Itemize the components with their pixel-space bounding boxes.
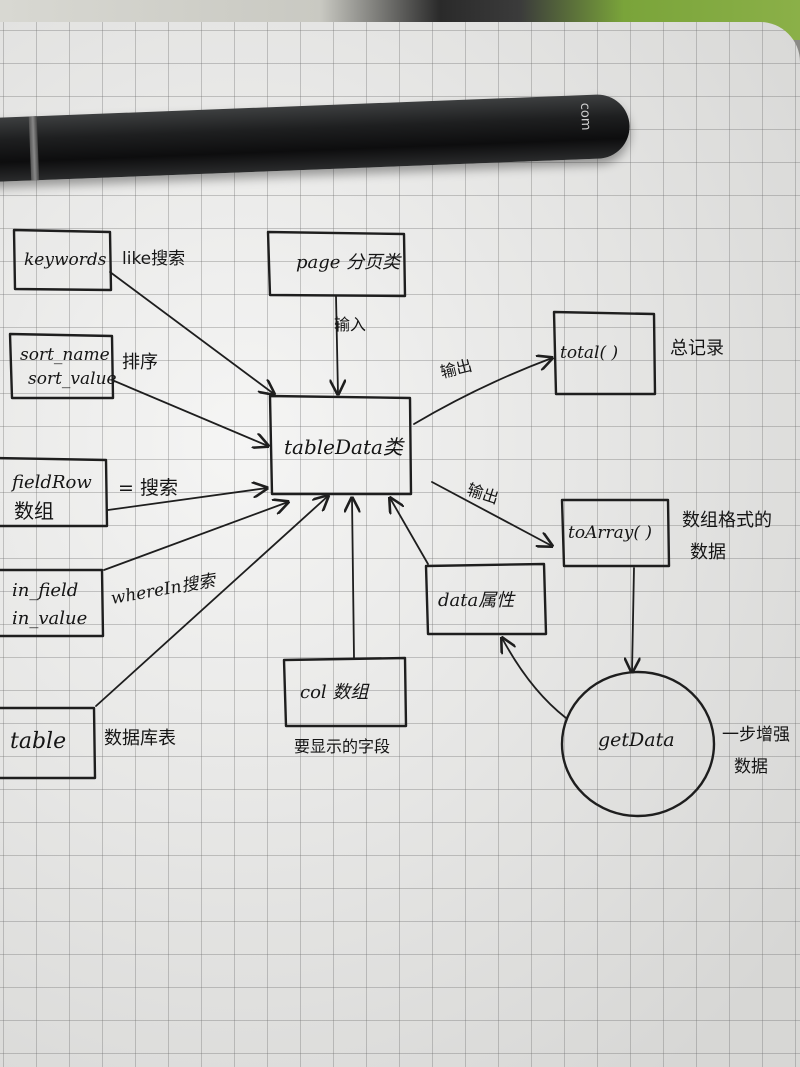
- node-box-total: [552, 310, 657, 396]
- label-step-fetch-line2: 数据: [734, 757, 768, 777]
- edge-keywords-tabledata: [109, 271, 274, 394]
- label-output-toarray: 输出: [465, 480, 501, 508]
- edge-getdata-dataattr: [502, 638, 567, 719]
- label-db-table: 数据库表: [104, 728, 176, 749]
- node-box-table: [0, 706, 97, 780]
- edge-sort-tabledata: [111, 379, 268, 446]
- node-sort-value-label: sort_value: [28, 369, 117, 389]
- node-fieldrow-label: fieldRow: [10, 472, 92, 493]
- label-array-format-line2: 数据: [690, 542, 726, 563]
- edge-page-tabledata: [336, 295, 338, 394]
- edge-tabledata-total: [413, 358, 552, 425]
- node-keywords-label: keywords: [24, 250, 107, 270]
- edge-table-tabledata: [95, 496, 328, 707]
- node-box-col: [282, 656, 408, 728]
- node-fieldrow-type-label: 数组: [14, 499, 54, 523]
- edge-dataattr-tabledata: [390, 498, 429, 565]
- node-col-label: col 数组: [300, 682, 370, 703]
- pen-brand-text: com: [577, 102, 594, 131]
- edge-col-tabledata: [352, 498, 354, 659]
- grid-paper: [0, 22, 800, 1067]
- label-total-records: 总记录: [670, 338, 724, 359]
- label-wherein-search: whereIn搜索: [109, 571, 218, 609]
- edge-toarray-getdata: [632, 567, 634, 672]
- label-display-fields: 要显示的字段: [294, 737, 390, 756]
- node-total-label: total( ): [560, 343, 618, 363]
- node-box-infield: [0, 568, 105, 638]
- node-box-fieldrow: [0, 456, 109, 528]
- node-box-sort: [8, 332, 115, 400]
- pen-ring: [28, 116, 40, 181]
- node-sort-name-label: sort_name: [20, 345, 110, 365]
- label-eq-search: = 搜索: [118, 477, 178, 499]
- node-table-label: table: [10, 729, 66, 754]
- label-sort: 排序: [122, 352, 158, 373]
- edge-tabledata-toarray: [431, 481, 552, 546]
- label-array-format-line1: 数组格式的: [682, 510, 772, 531]
- node-infield-label: in_field: [12, 580, 78, 601]
- label-output-total: 输出: [438, 356, 474, 382]
- label-input: 输入: [334, 315, 366, 334]
- node-circle-getdata: [560, 670, 716, 818]
- node-box-dataattr: [424, 562, 548, 636]
- node-getdata-label: getData: [598, 729, 675, 751]
- node-dataattr-label: data属性: [438, 590, 516, 611]
- node-page-label: page 分页类: [296, 252, 402, 273]
- edge-fieldrow-tabledata: [107, 488, 267, 511]
- node-box-tabledata: [268, 394, 413, 496]
- edge-infield-tabledata: [103, 502, 288, 571]
- node-invalue-label: in_value: [12, 608, 87, 629]
- label-step-fetch-line1: 一步增强: [722, 725, 790, 745]
- node-toarray-label: toArray( ): [568, 523, 652, 543]
- node-box-toarray: [560, 498, 671, 568]
- node-box-keywords: [12, 228, 113, 292]
- node-box-page: [266, 230, 407, 298]
- node-tabledata-label: tableData类: [284, 435, 405, 459]
- label-like-search: like搜索: [122, 249, 185, 269]
